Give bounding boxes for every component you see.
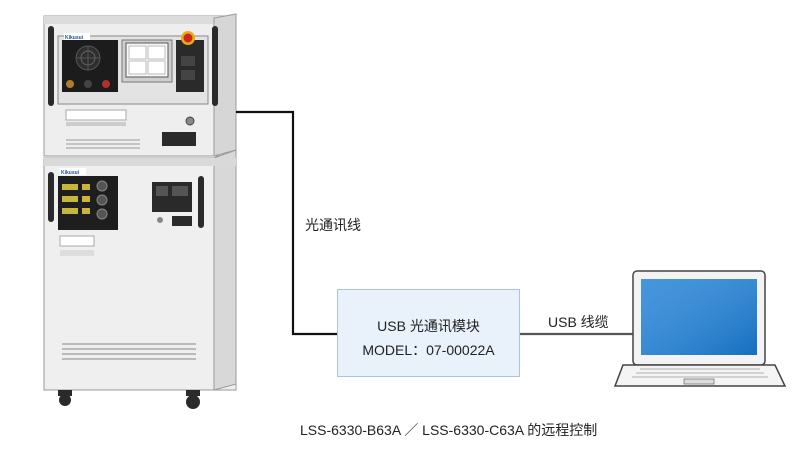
lower-unit: Kikusui (43, 149, 237, 391)
diagram-caption: LSS-6330-B63A ／ LSS-6330-C63A 的远程控制 (300, 422, 598, 438)
upper-unit: Kikusui (43, 13, 237, 157)
fiber-optic-line (236, 110, 337, 336)
brand-text-bottom: Kikusui (61, 170, 80, 176)
brand-plate-top (64, 33, 90, 40)
fan-grille (75, 45, 101, 71)
usb-optical-module: USB 光通讯模块 MODEL：07-00022A (337, 289, 520, 377)
module-model: MODEL：07-00022A (362, 342, 495, 358)
module-title: USB 光通讯模块 (377, 318, 480, 334)
fiber-line-label: 光通讯线 (305, 217, 361, 233)
usb-cable-label: USB 线缆 (548, 314, 609, 330)
brand-plate-bottom (60, 168, 86, 175)
laptop-icon (613, 270, 787, 387)
test-system-cabinet: Kikusui (43, 13, 237, 409)
casters (58, 390, 200, 409)
brand-text-top: Kikusui (65, 35, 84, 41)
